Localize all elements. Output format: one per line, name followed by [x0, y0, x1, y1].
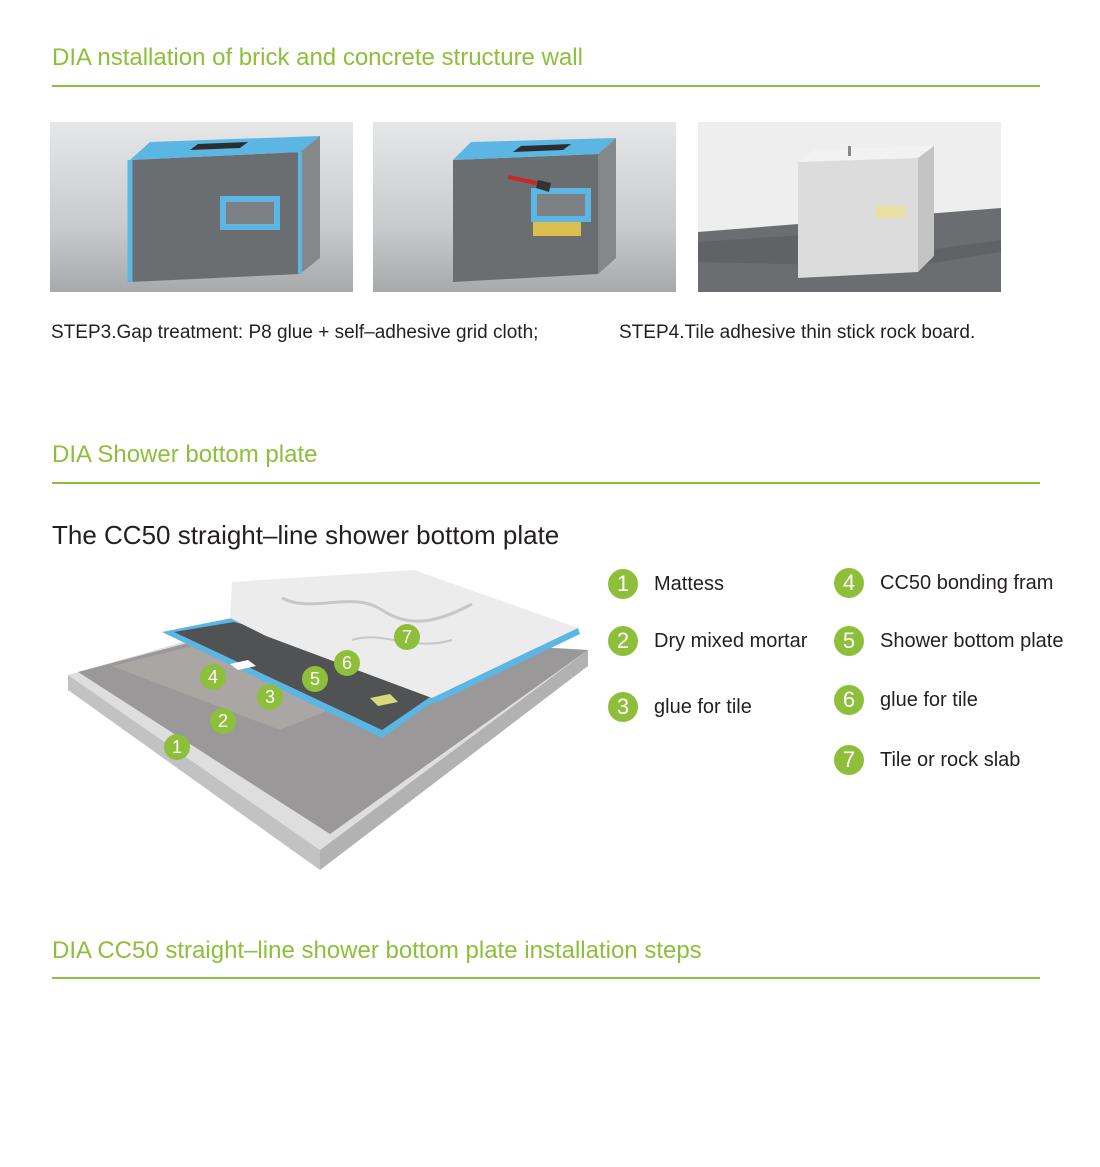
legend-label: glue for tile	[654, 695, 752, 718]
legend-number-badge: 5	[834, 626, 864, 656]
diagram-marker-3: 3	[257, 684, 283, 710]
shower-plate-layer-diagram: 1 2 3 4 5 6 7	[52, 570, 588, 870]
legend-number-badge: 1	[608, 569, 638, 599]
step-photo-gap-treatment	[373, 122, 676, 292]
legend-item: 5 Shower bottom plate	[834, 625, 1063, 657]
diagram-marker-1: 1	[164, 734, 190, 760]
legend-number-badge: 6	[834, 685, 864, 715]
legend-number-badge: 2	[608, 626, 638, 656]
diagram-marker-5: 5	[302, 666, 328, 692]
legend-item: 4 CC50 bonding fram	[834, 567, 1053, 599]
legend-item: 2 Dry mixed mortar	[608, 625, 807, 657]
section-divider	[52, 85, 1040, 87]
legend-label: Shower bottom plate	[880, 629, 1064, 652]
legend-label: CC50 bonding fram	[880, 571, 1054, 594]
section-title-installation-steps: DIA CC50 straight–line shower bottom pla…	[52, 937, 702, 964]
section-title-shower-plate: DIA Shower bottom plate	[52, 441, 318, 468]
diagram-marker-4: 4	[200, 664, 226, 690]
legend-label: Tile or rock slab	[880, 748, 1021, 771]
legend-item: 1 Mattess	[608, 568, 724, 600]
legend-label: glue for tile	[880, 688, 978, 711]
section-divider	[52, 977, 1040, 979]
section-title-brick-wall: DIA nstallation of brick and concrete st…	[52, 44, 583, 71]
step-photo-finished-cabinet	[698, 122, 1001, 292]
step-photo-box-outlet	[50, 122, 353, 292]
legend-label: Dry mixed mortar	[654, 629, 808, 652]
caption-step3: STEP3.Gap treatment: P8 glue + self–adhe…	[51, 322, 539, 343]
legend-item: 3 glue for tile	[608, 691, 752, 723]
legend-item: 6 glue for tile	[834, 684, 978, 716]
legend-item: 7 Tile or rock slab	[834, 744, 1020, 776]
legend-number-badge: 4	[834, 568, 864, 598]
legend-number-badge: 7	[834, 745, 864, 775]
legend-label: Mattess	[654, 572, 725, 595]
diagram-marker-7: 7	[394, 624, 420, 650]
section-divider	[52, 482, 1040, 484]
diagram-marker-2: 2	[210, 708, 236, 734]
caption-step4: STEP4.Tile adhesive thin stick rock boar…	[619, 322, 976, 343]
diagram-marker-6: 6	[334, 650, 360, 676]
legend-number-badge: 3	[608, 692, 638, 722]
diagram-heading: The CC50 straight–line shower bottom pla…	[52, 520, 560, 550]
